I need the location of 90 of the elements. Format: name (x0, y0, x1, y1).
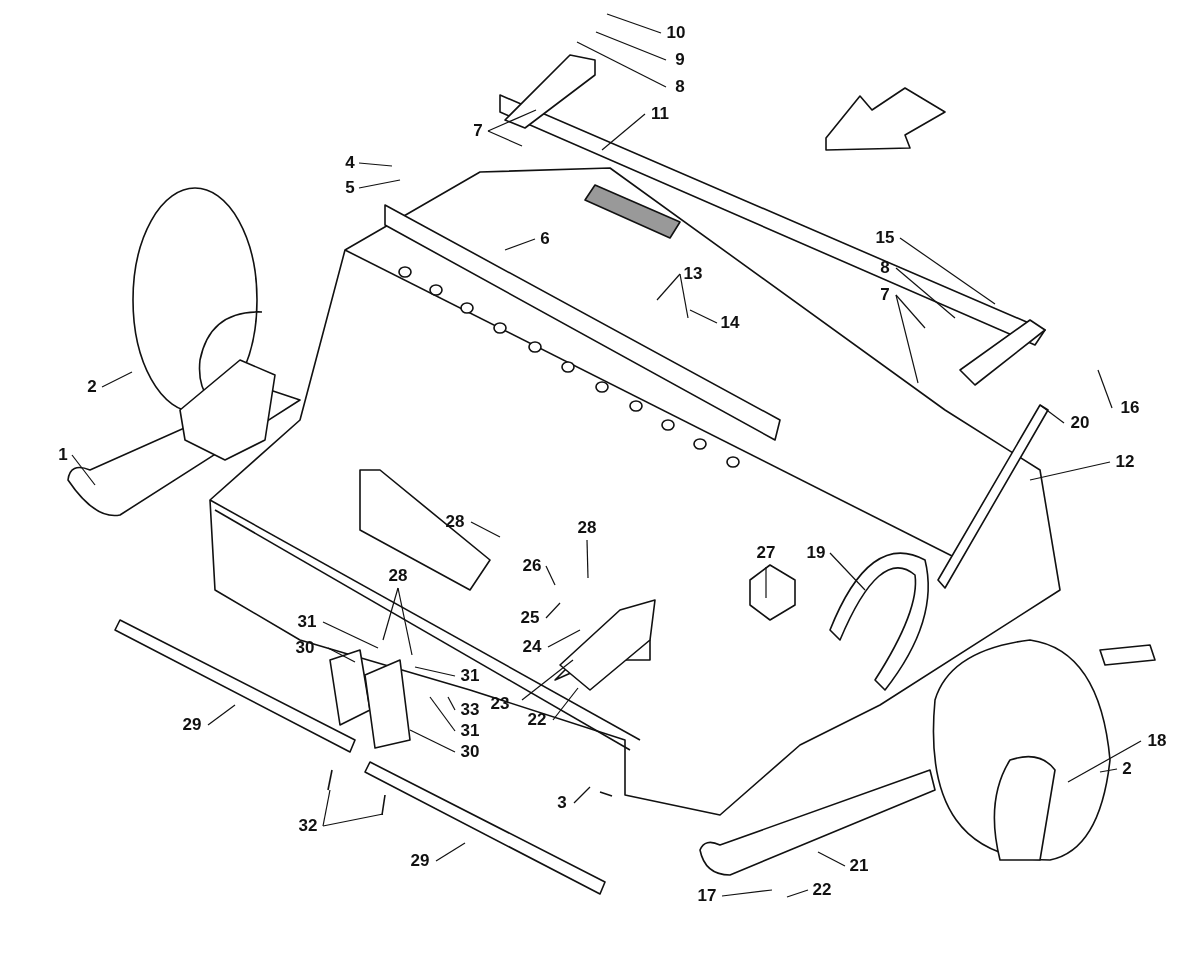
leader-line (382, 587, 399, 641)
callout-number: 19 (806, 544, 826, 562)
leader-line (586, 539, 589, 579)
leader-line (786, 889, 809, 898)
callout-number: 5 (345, 179, 355, 197)
callout-number: 7 (473, 122, 483, 140)
leader-line (1039, 404, 1065, 424)
leader-line (397, 587, 413, 656)
callout-number: 8 (880, 259, 890, 277)
leader-line (101, 371, 133, 388)
callout-number: 28 (577, 519, 597, 537)
callout-number: 10 (666, 24, 686, 42)
leader-line (435, 842, 466, 862)
leader-line (322, 813, 384, 827)
callout-number: 16 (1120, 399, 1140, 417)
callout-number: 29 (410, 852, 430, 870)
callout-number: 23 (490, 695, 510, 713)
leader-line (601, 113, 646, 151)
callout-number: 26 (522, 557, 542, 575)
leader-line (470, 521, 501, 538)
leader-line (358, 162, 393, 167)
leader-line (606, 13, 662, 34)
callout-number: 7 (880, 286, 890, 304)
leader-line (895, 294, 926, 329)
callout-number: 31 (297, 613, 317, 631)
leader-line (409, 729, 456, 753)
leader-line (576, 41, 667, 88)
leader-line (487, 109, 537, 132)
callout-number: 3 (557, 794, 567, 812)
callout-number: 30 (460, 743, 480, 761)
callout-number: 31 (460, 667, 480, 685)
callout-number: 32 (298, 817, 318, 835)
callout-number: 24 (522, 638, 542, 656)
callout-number: 25 (520, 609, 540, 627)
callout-number: 15 (875, 229, 895, 247)
leader-line (322, 789, 331, 827)
leader-line (447, 696, 456, 711)
leader-line (414, 666, 456, 677)
leader-line (573, 786, 591, 804)
callout-number: 20 (1070, 414, 1090, 432)
callout-number: 17 (697, 887, 717, 905)
leader-line (1099, 768, 1118, 773)
leader-line (322, 621, 379, 649)
leader-line (358, 179, 401, 189)
callout-number: 28 (445, 513, 465, 531)
leader-line (899, 237, 996, 305)
leader-line (1097, 369, 1113, 409)
callout-number: 4 (345, 154, 355, 172)
leader-line (895, 294, 919, 384)
callout-number: 2 (1122, 760, 1132, 778)
leader-line (689, 309, 718, 324)
leader-line (547, 629, 581, 648)
leader-line (1029, 461, 1111, 481)
leader-line (429, 696, 456, 732)
callout-number: 33 (460, 701, 480, 719)
leader-line (545, 565, 556, 586)
leader-line (487, 130, 523, 147)
callout-number: 31 (460, 722, 480, 740)
leader-line (765, 566, 767, 599)
leader-line (207, 704, 236, 726)
leader-line (1067, 740, 1142, 783)
leader-line (71, 454, 96, 486)
leader-line (679, 273, 689, 319)
callout-number: 30 (295, 639, 315, 657)
callout-number: 1 (58, 446, 68, 464)
leader-line (327, 647, 356, 663)
leader-line (552, 687, 579, 721)
leader-line (521, 659, 574, 701)
leader-line (817, 851, 846, 867)
callout-number: 22 (812, 881, 832, 899)
callout-number: 2 (87, 378, 97, 396)
callout-number: 28 (388, 567, 408, 585)
callout-number: 29 (182, 716, 202, 734)
callout-number: 12 (1115, 453, 1135, 471)
leader-line (829, 552, 866, 591)
callout-number: 27 (756, 544, 776, 562)
leader-line (656, 273, 681, 301)
callout-number: 8 (675, 78, 685, 96)
leader-line (595, 31, 667, 61)
callout-number: 14 (720, 314, 740, 332)
callout-number: 11 (651, 105, 669, 123)
leader-line (504, 238, 536, 251)
callout-number: 9 (675, 51, 685, 69)
leader-line (545, 602, 561, 619)
leader-line (721, 889, 773, 897)
callout-number: 13 (683, 265, 703, 283)
callout-number: 22 (527, 711, 547, 729)
callout-number: 6 (540, 230, 550, 248)
callout-number: 18 (1147, 732, 1167, 750)
callout-number: 21 (849, 857, 869, 875)
